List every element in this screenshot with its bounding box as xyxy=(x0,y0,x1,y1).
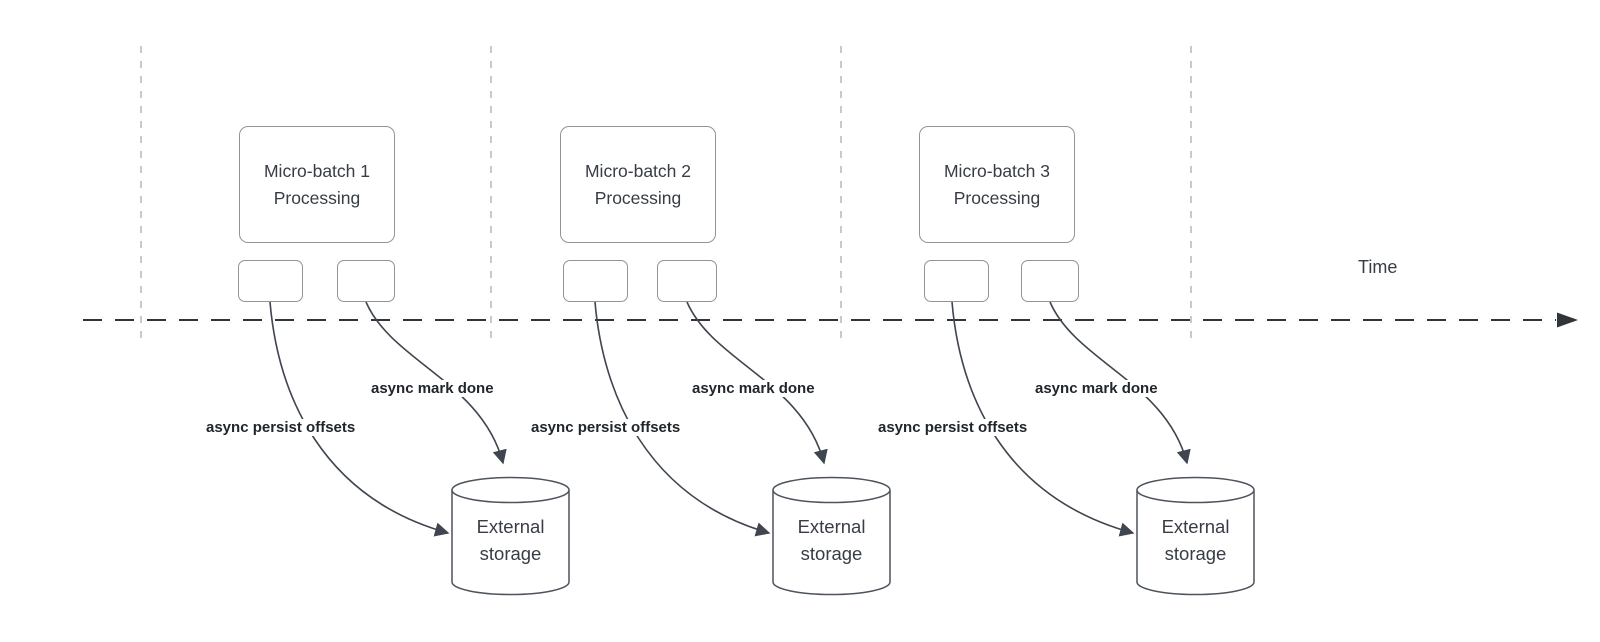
external-storage-label-1: External storage xyxy=(452,513,569,567)
batch-3-rect-left xyxy=(924,260,989,302)
persist-offsets-arrow-2 xyxy=(594,301,771,537)
mark-done-arrow-2 xyxy=(686,301,828,465)
batch-1-rect-right xyxy=(337,260,395,302)
external-storage-line1: External xyxy=(1161,516,1230,537)
storage-cylinder-top xyxy=(772,476,891,504)
storage-cylinder-body xyxy=(1136,490,1255,596)
mark-done-arrow-3 xyxy=(1049,301,1191,465)
micro-batch-2-title-line2: Processing xyxy=(594,187,682,208)
storage-cylinder-body xyxy=(772,490,891,596)
storage-cylinder-2 xyxy=(772,476,891,596)
storage-cylinder-1 xyxy=(451,476,570,596)
external-storage-line1: External xyxy=(476,516,545,537)
persist-offsets-label-1: async persist offsets xyxy=(203,419,359,436)
mark-done-arrow-1 xyxy=(365,301,507,465)
micro-batch-3-title-line2: Processing xyxy=(953,187,1041,208)
persist-offsets-label-2: async persist offsets xyxy=(528,419,684,436)
batch-1-rect-left xyxy=(238,260,303,302)
storage-cylinder-body xyxy=(451,490,570,596)
time-axis-label: Time xyxy=(1358,257,1398,277)
external-storage-line1: External xyxy=(797,516,866,537)
batch-2-rect-right xyxy=(657,260,717,302)
micro-batch-1-box: Micro-batch 1 Processing xyxy=(239,126,395,243)
micro-batch-1-title-line2: Processing xyxy=(273,187,361,208)
micro-batch-1-title-line1: Micro-batch 1 xyxy=(263,160,370,181)
external-storage-label-3: External storage xyxy=(1137,513,1254,567)
external-storage-line2: storage xyxy=(1164,543,1227,564)
micro-batch-3-box: Micro-batch 3 Processing xyxy=(919,126,1075,243)
storage-cylinder-3 xyxy=(1136,476,1255,596)
storage-cylinder-top xyxy=(1136,476,1255,504)
batch-3-rect-right xyxy=(1021,260,1079,302)
batch-2-rect-left xyxy=(563,260,628,302)
persist-offsets-label-3: async persist offsets xyxy=(875,419,1031,436)
micro-batch-2-box: Micro-batch 2 Processing xyxy=(560,126,716,243)
mark-done-label-2: async mark done xyxy=(689,380,818,397)
persist-offsets-arrow-1 xyxy=(269,301,450,537)
time-axis-arrowhead xyxy=(1557,312,1578,328)
persist-offsets-arrow-3 xyxy=(951,301,1135,537)
micro-batch-2-title-line1: Micro-batch 2 xyxy=(584,160,691,181)
external-storage-line2: storage xyxy=(479,543,542,564)
storage-cylinder-top xyxy=(451,476,570,504)
external-storage-label-2: External storage xyxy=(773,513,890,567)
micro-batch-3-title-line1: Micro-batch 3 xyxy=(943,160,1050,181)
mark-done-label-3: async mark done xyxy=(1032,380,1161,397)
external-storage-line2: storage xyxy=(800,543,863,564)
mark-done-label-1: async mark done xyxy=(368,380,497,397)
